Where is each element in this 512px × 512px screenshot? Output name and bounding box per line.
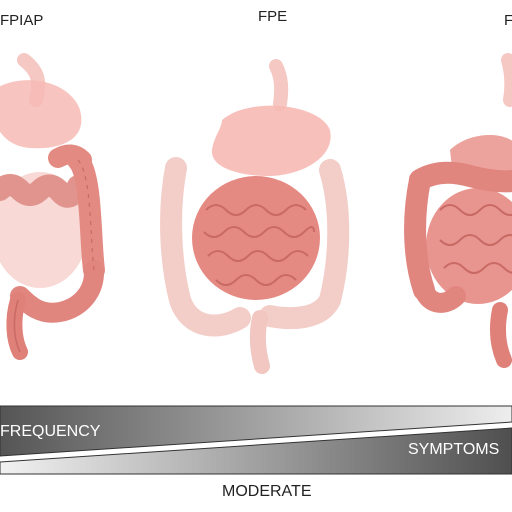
symptoms-label: SYMPTOMS [408, 441, 500, 458]
label-right-partial: F [504, 12, 512, 29]
symptoms-wedge [0, 427, 512, 475]
digestive-tract-right-icon [404, 53, 512, 368]
label-fpiap: FPIAP [0, 12, 44, 29]
digestive-tract-fpe-icon [160, 59, 350, 374]
label-fpe: FPE [258, 8, 288, 25]
frequency-wedge [0, 405, 512, 457]
frequency-label: FREQUENCY [0, 423, 101, 440]
digestive-tract-fpiap-icon [0, 53, 105, 360]
moderate-label: MODERATE [222, 483, 312, 500]
